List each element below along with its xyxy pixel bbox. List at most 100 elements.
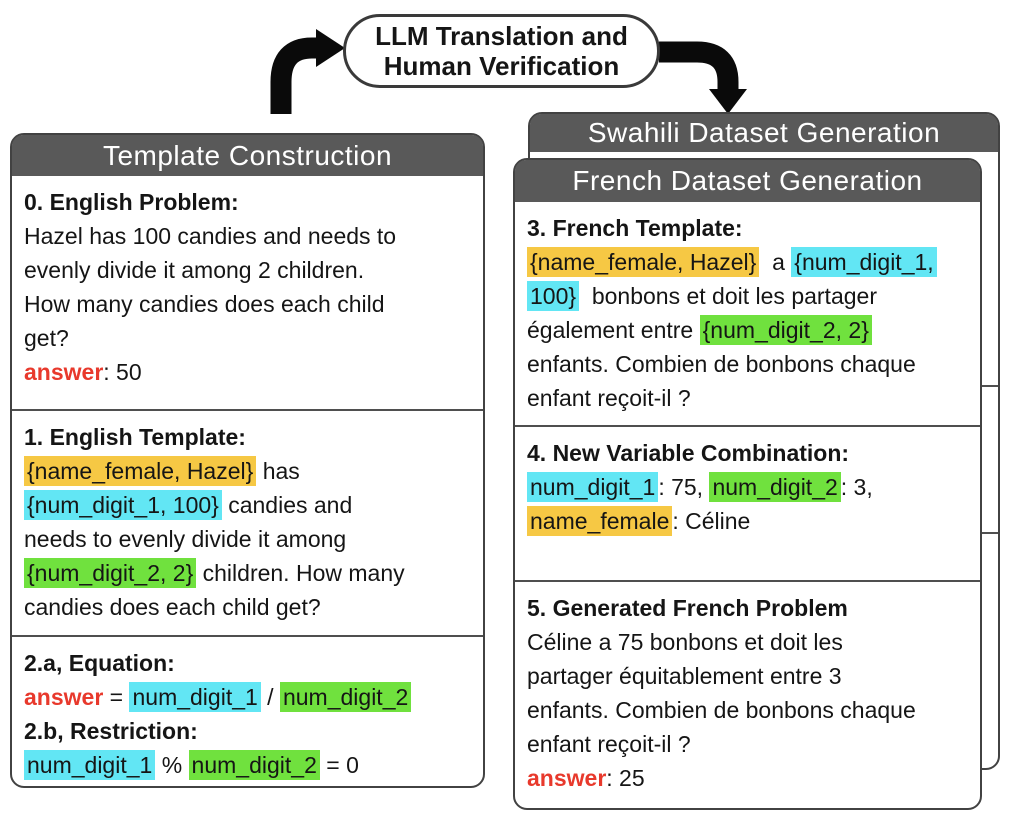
text-line: evenly divide it among 2 children. — [24, 253, 471, 287]
var-num-digit-2: {num_digit_2, 2} — [24, 558, 197, 588]
text-line: 0. English Problem: — [24, 185, 471, 219]
text-segment: : 50 — [103, 359, 142, 385]
template-construction-title: Template Construction — [12, 135, 483, 176]
text-segment: 3. French Template: — [527, 215, 743, 241]
text-line: enfant reçoit-il ? — [527, 727, 968, 761]
text-segment: : 75, — [658, 474, 710, 500]
text-segment: needs to evenly divide it among — [24, 526, 347, 552]
var-num-digit-1: 100} — [527, 281, 580, 311]
text-line: candies does each child get? — [24, 590, 471, 624]
answer-label: answer — [24, 684, 104, 710]
text-segment: get? — [24, 325, 69, 351]
text-line: 1. English Template: — [24, 420, 471, 454]
text-line: answer = num_digit_1 / num_digit_2 — [24, 680, 471, 714]
var-name-female: {name_female, Hazel} — [527, 247, 760, 277]
text-segment: = 0 — [319, 752, 359, 778]
text-segment: 1. English Template: — [24, 424, 246, 450]
section-english-problem: 0. English Problem: Hazel has 100 candies… — [12, 176, 483, 409]
section-new-variable-combination: 4. New Variable Combination: num_digit_1:… — [515, 425, 980, 580]
text-line: 100} bonbons et doit les partager — [527, 279, 968, 313]
text-segment: How many candies does each child — [24, 291, 385, 317]
text-line: num_digit_1: 75, num_digit_2: 3, — [527, 470, 968, 504]
text-line: 2.b, Restriction: — [24, 714, 471, 748]
arrow-template-to-oval — [270, 37, 317, 114]
text-line: needs to evenly divide it among — [24, 522, 471, 556]
text-segment: 2.b, Restriction: — [24, 718, 198, 744]
text-segment: has — [256, 458, 300, 484]
text-line: 3. French Template: — [527, 211, 968, 245]
text-segment: enfants. Combien de bonbons chaque — [527, 697, 916, 723]
section-english-template: 1. English Template: {name_female, Hazel}… — [12, 409, 483, 635]
text-segment: 0. English Problem: — [24, 189, 239, 215]
text-segment: enfant reçoit-il ? — [527, 385, 691, 411]
text-line: answer: 25 — [527, 761, 968, 795]
text-line: partager équitablement entre 3 — [527, 659, 968, 693]
var-num-digit-2: num_digit_2 — [279, 682, 412, 712]
text-line: Hazel has 100 candies and needs to — [24, 219, 471, 253]
oval-label-line2: Human Verification — [383, 51, 620, 81]
text-segment: / — [260, 684, 280, 710]
text-segment: 4. New Variable Combination: — [527, 440, 850, 466]
text-segment: Hazel has 100 candies and needs to — [24, 223, 397, 249]
var-num-digit-2: num_digit_2 — [188, 750, 320, 780]
text-line: {num_digit_2, 2} children. How many — [24, 556, 471, 590]
text-line: 2.a, Equation: — [24, 646, 471, 680]
var-num-digit-1: {num_digit_1, 100} — [24, 490, 222, 520]
text-line: enfant reçoit-il ? — [527, 381, 968, 415]
text-line: {num_digit_1, 100} candies and — [24, 488, 471, 522]
swahili-card-title: Swahili Dataset Generation — [530, 114, 998, 152]
text-segment: Céline a 75 bonbons et doit les — [527, 629, 843, 655]
text-line: 5. Generated French Problem — [527, 591, 968, 625]
french-dataset-card: French Dataset Generation 3. French Temp… — [513, 158, 982, 810]
var-num-digit-1: num_digit_1 — [129, 682, 261, 712]
text-line: name_female: Céline — [527, 504, 968, 538]
arrow-right-head-icon — [316, 29, 345, 67]
var-num-digit-1: num_digit_1 — [24, 750, 156, 780]
text-line: 4. New Variable Combination: — [527, 436, 968, 470]
text-segment: candies does each child get? — [24, 594, 321, 620]
answer-label: answer — [24, 359, 104, 385]
text-segment: : 25 — [606, 765, 645, 791]
text-line: How many candies does each child — [24, 287, 471, 321]
var-num-digit-2: {num_digit_2, 2} — [699, 315, 872, 345]
text-line: {name_female, Hazel} a {num_digit_1, — [527, 245, 968, 279]
text-segment: 5. Generated French Problem — [527, 595, 848, 621]
text-segment: également entre — [527, 317, 700, 343]
text-segment: : 3, — [840, 474, 873, 500]
text-line: num_digit_1 % num_digit_2 = 0 — [24, 748, 471, 782]
var-num-digit-1: {num_digit_1, — [791, 247, 937, 277]
text-segment: = — [103, 684, 130, 710]
arrow-oval-to-dataset — [659, 41, 739, 90]
var-name-female: name_female — [527, 506, 673, 536]
text-segment: children. How many — [196, 560, 405, 586]
llm-translation-node: LLM Translation and Human Verification — [343, 14, 660, 88]
text-segment: enfant reçoit-il ? — [527, 731, 691, 757]
section-equation-restriction: 2.a, Equation: answer = num_digit_1 / num… — [12, 635, 483, 786]
arrow-down-head-icon — [709, 89, 747, 114]
section-french-template: 3. French Template: {name_female, Hazel} … — [515, 202, 980, 425]
var-num-digit-1: num_digit_1 — [527, 472, 659, 502]
answer-label: answer — [527, 765, 607, 791]
text-segment: % — [155, 752, 189, 778]
text-segment: bonbons et doit les partager — [579, 283, 877, 309]
text-segment: evenly divide it among 2 children. — [24, 257, 365, 283]
text-segment: : Céline — [672, 508, 751, 534]
text-line: Céline a 75 bonbons et doit les — [527, 625, 968, 659]
text-segment: candies and — [221, 492, 353, 518]
text-line: enfants. Combien de bonbons chaque — [527, 347, 968, 381]
text-line: answer: 50 — [24, 355, 471, 389]
text-line: {name_female, Hazel} has — [24, 454, 471, 488]
text-segment: 2.a, Equation: — [24, 650, 175, 676]
text-line: get? — [24, 321, 471, 355]
text-segment: enfants. Combien de bonbons chaque — [527, 351, 916, 377]
text-segment: a — [759, 249, 792, 275]
oval-label-line1: LLM Translation and — [375, 21, 628, 51]
text-segment: partager équitablement entre 3 — [527, 663, 842, 689]
var-num-digit-2: num_digit_2 — [709, 472, 841, 502]
template-construction-card: Template Construction 0. English Problem… — [10, 133, 485, 788]
var-name-female: {name_female, Hazel} — [24, 456, 257, 486]
text-line: enfants. Combien de bonbons chaque — [527, 693, 968, 727]
french-card-title: French Dataset Generation — [515, 160, 980, 202]
